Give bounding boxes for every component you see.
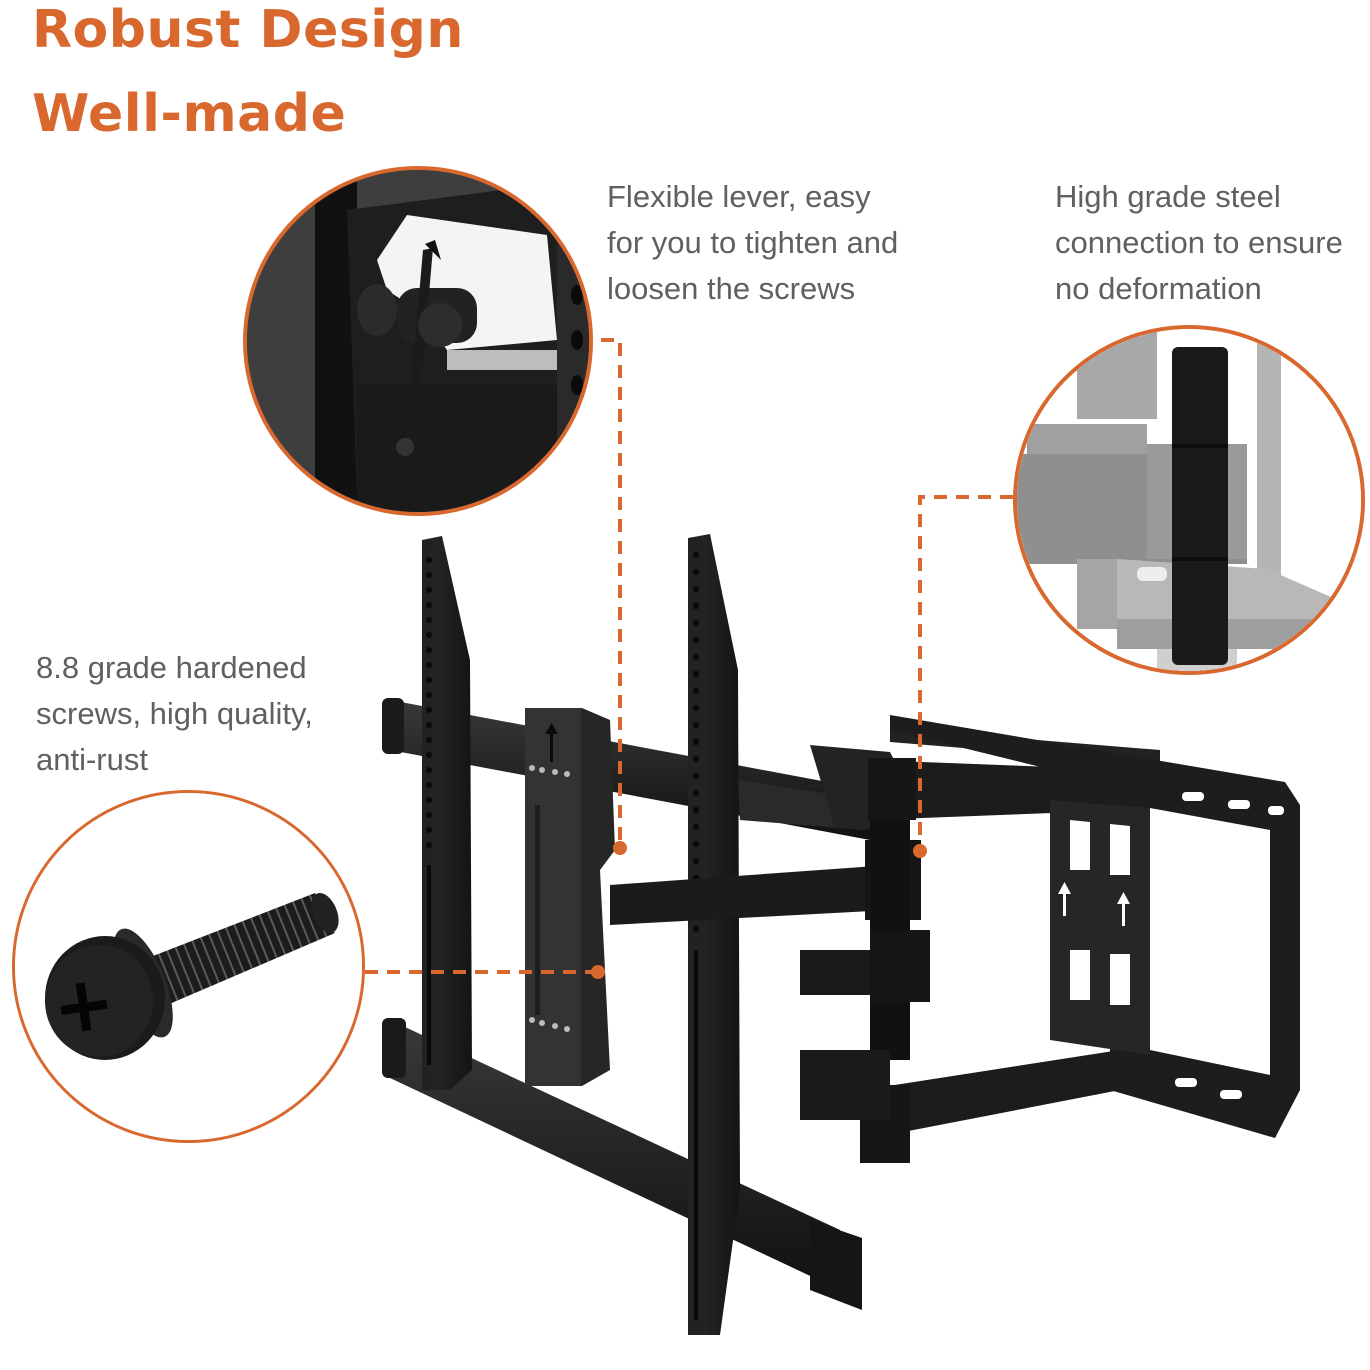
caption-lever-line: Flexible lever, easy [607, 179, 871, 214]
caption-screw-line: 8.8 grade hardened [36, 650, 307, 685]
caption-steel-line: High grade steel [1055, 179, 1281, 214]
caption-lever: Flexible lever, easy for you to tighten … [607, 174, 898, 312]
headline-line-1: Robust Design [32, 0, 464, 60]
caption-screw: 8.8 grade hardened screws, high quality,… [36, 645, 313, 783]
steel-pivot-closeup-icon [1017, 329, 1361, 671]
caption-lever-line: for you to tighten and [607, 225, 899, 260]
left-vertical-strap [422, 536, 472, 1090]
caption-screw-line: anti-rust [36, 742, 148, 777]
headline-line-2: Well-made [32, 84, 347, 144]
center-wall-plate [525, 708, 615, 1086]
callout-lever [243, 166, 593, 516]
screw-closeup-icon [15, 793, 362, 1140]
up-arrow-icon [545, 723, 558, 762]
caption-steel-line: connection to ensure [1055, 225, 1343, 260]
right-vertical-strap [688, 534, 740, 1335]
lever-closeup-icon [247, 170, 589, 512]
caption-screw-line: screws, high quality, [36, 696, 313, 731]
tv-mount-illustration [382, 534, 1300, 1335]
callout-steel [1013, 325, 1365, 675]
callout-screw [12, 790, 365, 1143]
caption-steel-line: no deformation [1055, 271, 1262, 306]
tv-bracket-frame [890, 715, 1300, 1138]
up-arrow-icon [1058, 882, 1130, 926]
caption-lever-line: loosen the screws [607, 271, 856, 306]
caption-steel: High grade steel connection to ensure no… [1055, 174, 1343, 312]
phillips-cross-icon [60, 982, 108, 1032]
